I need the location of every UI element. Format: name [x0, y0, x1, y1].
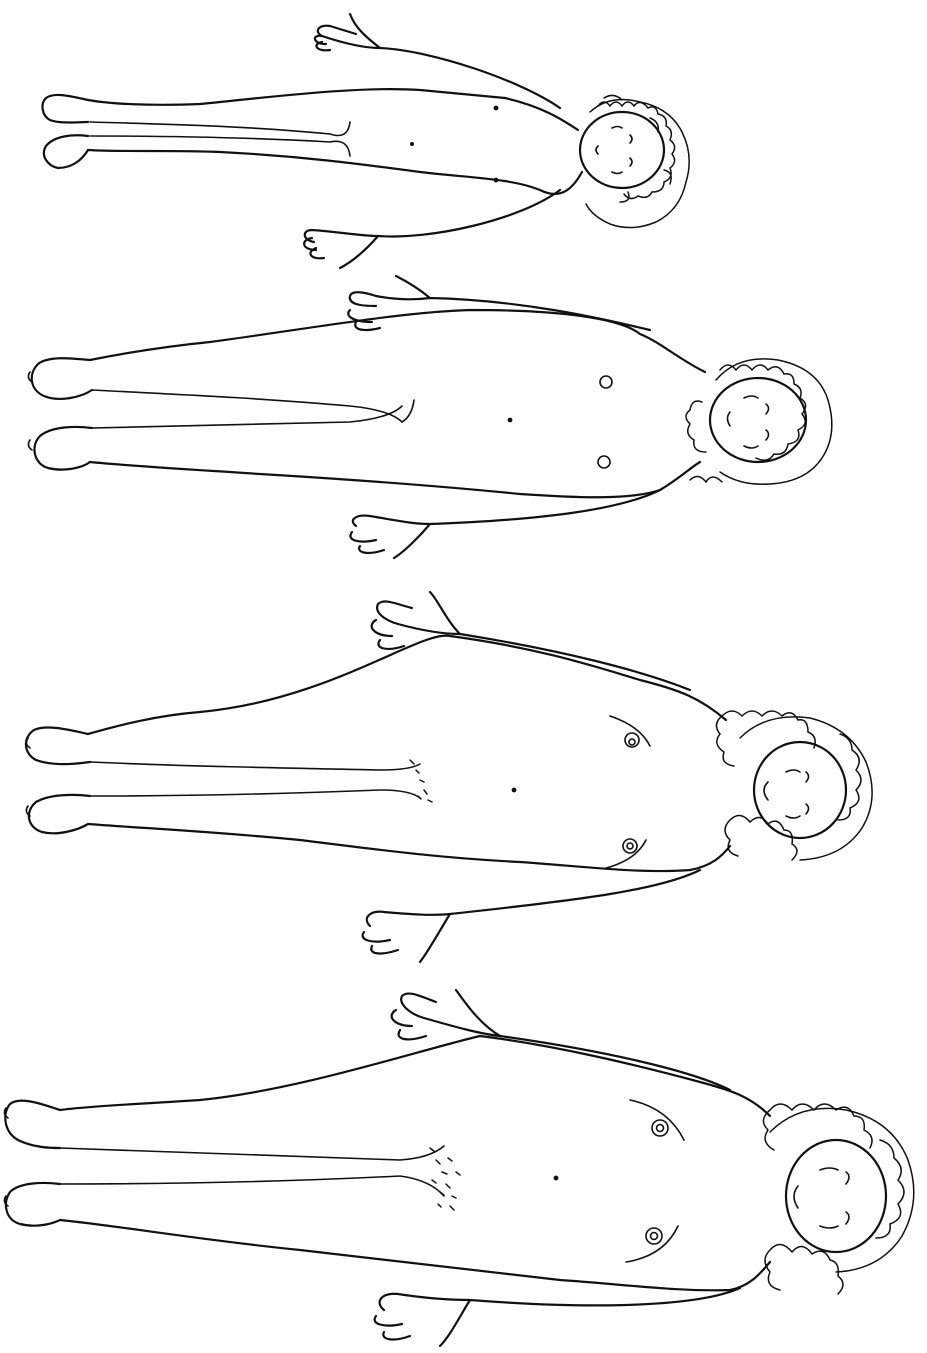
figure-3-arm-top [372, 592, 690, 690]
figure-2-arm-bottom [350, 490, 660, 558]
figure-4-arm-bottom [375, 1288, 740, 1346]
figure-1-arm-bottom [304, 190, 560, 268]
figure-4-arm-top [392, 990, 730, 1090]
figure-1-head [580, 95, 689, 227]
figure-1-feet [43, 95, 88, 168]
figure-4-body [60, 1036, 770, 1290]
figure-2-head [686, 359, 832, 484]
figure-1 [43, 14, 690, 268]
figure-3-arm-bottom [363, 870, 700, 962]
figure-3 [26, 592, 872, 962]
figure-2 [28, 276, 831, 558]
figure-3-head [716, 711, 872, 860]
figure-2-arm-top [348, 276, 650, 330]
figure-1-arm-top [315, 14, 560, 108]
figure-2-feet [32, 358, 92, 469]
figure-2-body [90, 310, 705, 497]
figure-4-feet [5, 1101, 60, 1226]
figure-3-feet [26, 727, 90, 833]
figure-4 [4, 990, 913, 1346]
figure-4-head [763, 1104, 913, 1294]
